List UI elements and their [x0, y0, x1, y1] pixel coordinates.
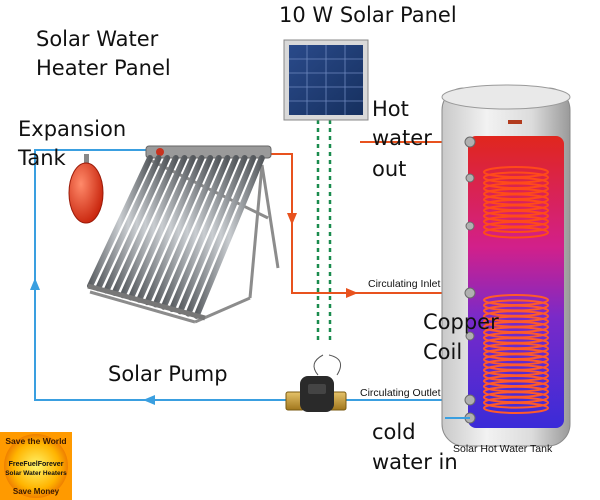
expansion-tank-label-line2: Tank — [18, 146, 66, 170]
logo-badge: Save the World FreeFuelForever Solar Wat… — [0, 432, 72, 500]
lower-copper-coil — [483, 294, 549, 414]
freefuelforever-logo — [0, 432, 72, 500]
solar-pump — [285, 354, 347, 412]
collector-tube — [177, 155, 248, 315]
hot-water-tank — [441, 84, 571, 447]
heater-panel-label-line1: Solar Water — [36, 27, 159, 51]
collector-tube — [111, 155, 179, 296]
solar-collector — [87, 145, 280, 324]
circulating-outlet-label: Circulating Outlet — [360, 387, 441, 399]
collector-tube — [128, 155, 196, 301]
collector-tube — [136, 155, 205, 303]
hot-water-label-line2: water — [372, 126, 432, 150]
cold-water-label-line1: cold — [372, 420, 416, 444]
heater-panel-label-line2: Heater Panel — [36, 56, 171, 80]
collector-tube — [152, 155, 222, 308]
coil-turn — [483, 402, 549, 414]
collector-tube — [144, 155, 214, 306]
hot-water-label-line1: Hot — [372, 97, 409, 121]
copper-coil-label-line1: Copper — [423, 310, 499, 334]
solar-panel-label: 10 W Solar Panel — [279, 3, 457, 27]
logo-top-text: Save the World — [5, 436, 67, 446]
collector-tube — [169, 155, 239, 312]
hot-flow-pipe — [270, 141, 470, 294]
hot-pipe-arrows — [287, 213, 358, 298]
collector-tube — [119, 155, 188, 299]
collector-tube — [160, 155, 231, 310]
cold-water-label-line2: water in — [372, 450, 458, 474]
pv-solar-panel — [283, 39, 369, 121]
upper-copper-coil — [483, 166, 549, 239]
cold-pipe-arrows — [30, 278, 155, 405]
expansion-tank-label-line1: Expansion — [18, 117, 127, 141]
expansion-tank — [68, 154, 104, 224]
pv-signal-wire — [316, 120, 332, 340]
tank-caption: Solar Hot Water Tank — [453, 443, 553, 455]
solar-pump-label: Solar Pump — [108, 362, 228, 386]
hot-water-label-line3: out — [372, 157, 407, 181]
collector-tube — [193, 155, 265, 319]
logo-brand: FreeFuelForever — [8, 461, 64, 468]
logo-tagline: Solar Water Heaters — [5, 470, 67, 477]
collector-tube — [95, 155, 162, 292]
circulating-inlet-label: Circulating Inlet — [368, 278, 441, 290]
coil-turn — [483, 396, 549, 409]
collector-tube — [87, 155, 153, 289]
copper-coil-label-line2: Coil — [423, 340, 463, 364]
logo-bottom-text: Save Money — [12, 487, 60, 496]
coil-turn — [483, 221, 549, 233]
collector-tube — [103, 155, 171, 294]
coil-turn — [483, 226, 549, 239]
collector-tube — [185, 155, 257, 317]
